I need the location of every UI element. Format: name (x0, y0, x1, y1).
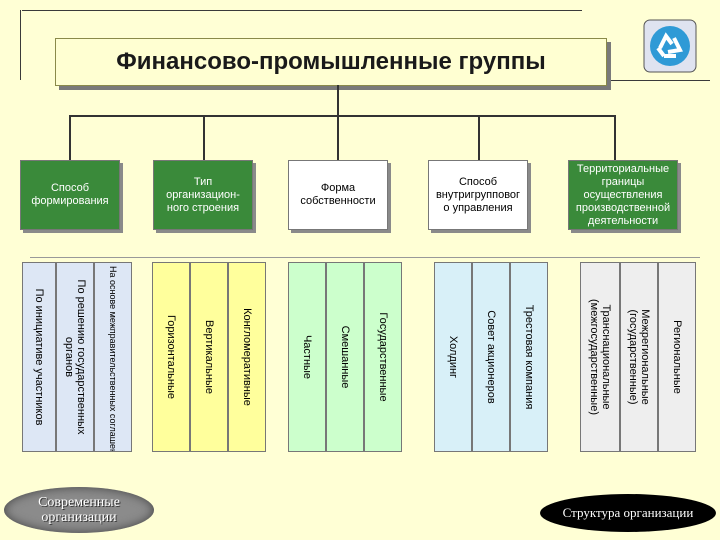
connector-main (337, 85, 339, 117)
connector-horizontal (69, 115, 614, 117)
connector-4 (478, 115, 480, 160)
item-transnational: Транснациональные (межгосударственные) (580, 262, 620, 452)
connector-2 (203, 115, 205, 160)
divider-line (30, 257, 700, 258)
item-regional: Региональные (658, 262, 696, 452)
item-private: Частные (288, 262, 326, 452)
item-shareholders-council: Совет акционеров (472, 262, 510, 452)
connector-1 (69, 115, 71, 160)
decor-line-right (610, 80, 710, 81)
item-holding: Холдинг (434, 262, 472, 452)
connector-5 (614, 115, 616, 160)
item-interregional: Межрегиональные (государственные) (620, 262, 658, 452)
decor-line-left (20, 10, 21, 80)
item-participants-initiative: По инициативе участников (22, 262, 56, 452)
item-state: Государственные (364, 262, 402, 452)
decor-line-top (22, 10, 582, 11)
item-vertical: Вертикальные (190, 262, 228, 452)
item-trust-company: Трестовая компания (510, 262, 548, 452)
recycle-icon (634, 18, 706, 74)
modern-organizations-badge[interactable]: Современные организации (4, 487, 154, 533)
organization-structure-badge[interactable]: Структура организации (540, 494, 716, 532)
item-conglomerate: Конгломеративные (228, 262, 266, 452)
connector-3 (337, 115, 339, 160)
item-intergov-agreements: На основе межправительственных соглашени… (94, 262, 132, 452)
item-horizontal: Горизонтальные (152, 262, 190, 452)
page-title: Финансово-промышленные группы (55, 38, 607, 86)
item-gov-decision: По решению государственных органов (56, 262, 94, 452)
item-mixed: Смешанные (326, 262, 364, 452)
